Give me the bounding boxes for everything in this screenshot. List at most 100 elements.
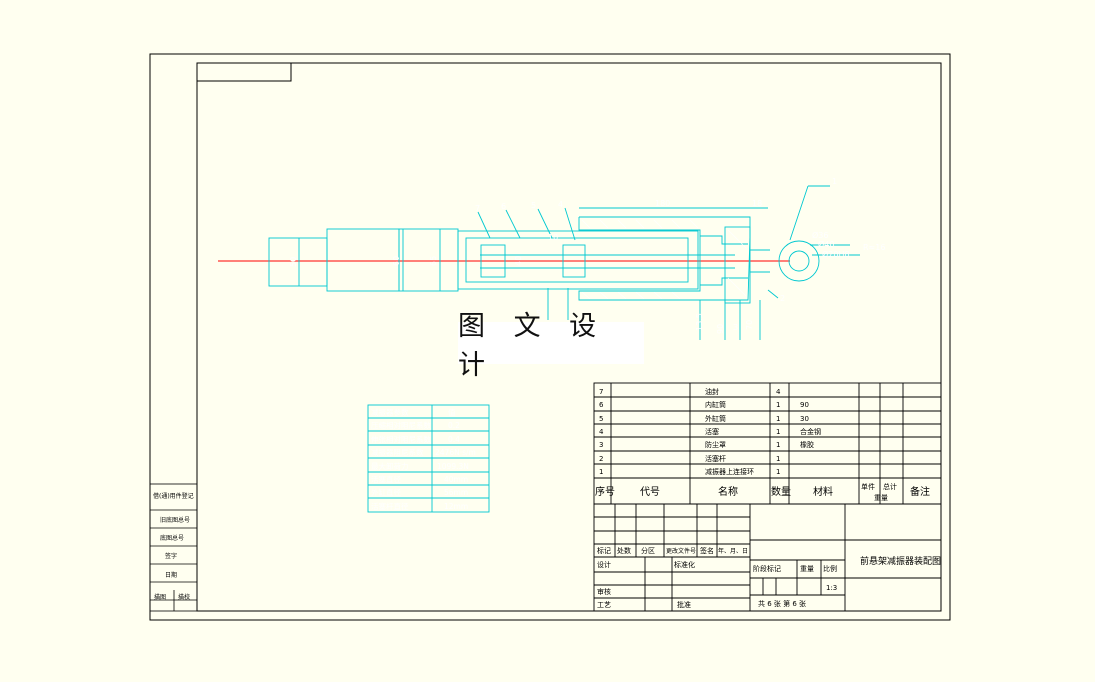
dimension-texts: 180 18 50 60 65 10 40 Ø36 Ø40 Ø20H8 R≈16… [289, 199, 885, 334]
param-value-6: 56mm [444, 488, 468, 497]
bom-name-6: 减振器上连接环 [705, 467, 754, 476]
outer-border [149, 53, 951, 621]
bom-qty-4: 1 [776, 441, 780, 449]
param-label-2: 伸张相对阻尼系数 [371, 434, 431, 444]
bom-qty-5: 1 [776, 455, 780, 463]
param-value-2: 0.4 [448, 435, 460, 444]
balloon-2: 2 [780, 294, 785, 303]
bom-header-name: 名称 [718, 485, 738, 498]
param-value-7: 12mm [444, 502, 468, 511]
side-label-1: 旧底图总号 [160, 516, 190, 524]
balloon-5: 5 [531, 201, 536, 210]
bom-name-0: 油封 [705, 387, 719, 396]
balloon-7: 7 [475, 204, 480, 213]
param-value-3: 2476N·s/m [435, 448, 476, 457]
param-value-4: 1099.3N [437, 462, 469, 471]
bom-header-code: 代号 [640, 486, 660, 498]
label-review: 审核 [597, 587, 611, 596]
bom-mat-4: 橡胶 [800, 440, 814, 449]
title-block-text: 标记 处数 分区 更改文件号 签名 年、月、日 设计 标准化 审核 工艺 批准 … [597, 546, 941, 609]
bom-header-material: 材料 [813, 485, 833, 498]
bom-name-4: 防尘罩 [705, 440, 726, 449]
param-label-4: 最大卸荷力 [371, 461, 409, 471]
bom-mat-1: 90 [800, 401, 809, 409]
dim-70: 70 [745, 320, 754, 330]
dust-cover [326, 228, 400, 292]
dim-18: 18 [752, 199, 762, 208]
bom-no-6: 1 [599, 468, 603, 476]
dim-50: 50 [289, 257, 298, 267]
dim-36: Ø36 [812, 230, 828, 240]
label-standardization: 标准化 [674, 560, 695, 569]
title-block-grid [593, 503, 942, 612]
side-label-2: 底图总号 [160, 534, 184, 542]
bom-qty-1: 1 [776, 401, 780, 409]
piston [480, 244, 506, 278]
bom-name-3: 活塞 [705, 427, 719, 436]
bom-header-remark: 备注 [910, 485, 930, 498]
bom-header-qty: 数量 [771, 485, 791, 498]
dim-40b: Ø40 [818, 239, 834, 249]
label-weight: 重量 [800, 565, 814, 573]
bom-no-2: 5 [599, 415, 603, 423]
bom-name-5: 活塞杆 [705, 454, 726, 463]
bom-header-total: 总计 [883, 482, 897, 491]
sheets-info: 共 6 张 第 6 张 [758, 599, 806, 608]
param-value-0: 值 [448, 407, 456, 417]
dim-40: 40 [514, 256, 523, 266]
hatching [581, 219, 747, 300]
bom-header-no: 序号 [595, 485, 615, 498]
label-design: 设计 [597, 560, 611, 569]
label-stage-marks: 阶段标记 [753, 564, 781, 573]
balloon-4: 4 [558, 200, 563, 209]
bom-header-weight: 重量 [874, 494, 888, 502]
dim-13-5: 13.5 [695, 313, 704, 331]
rev-doc: 更改文件号 [666, 547, 696, 555]
bom-no-1: 6 [599, 401, 604, 409]
rev-zone: 分区 [641, 546, 655, 555]
drawing-title: 前悬架减振器装配图 [860, 555, 941, 567]
bom-no-5: 2 [599, 455, 603, 463]
bom-no-4: 3 [599, 441, 603, 449]
param-label-7: 活塞杆直径 [371, 501, 409, 511]
bom-qty-6: 1 [776, 468, 780, 476]
bom-no-0: 7 [599, 388, 603, 396]
side-label-4: 日期 [165, 571, 177, 579]
code-box [196, 62, 292, 82]
bom-table-text: 7 油封 4 6 内缸筒 1 90 5 外缸筒 1 30 4 活塞 1 合金钢 … [599, 387, 821, 476]
balloon-6: 6 [501, 202, 506, 211]
dim-90: 90 [716, 324, 725, 334]
side-strip [149, 483, 198, 612]
side-label-0: 借(通)用件登记 [153, 492, 194, 500]
bom-qty-3: 1 [776, 428, 780, 436]
param-label-1: 压缩相对阻尼系数 [371, 420, 431, 430]
balloon-numbers: 1 2 4 5 6 7 [475, 177, 837, 303]
bom-qty-0: 4 [776, 388, 781, 396]
bom-qty-2: 1 [776, 415, 780, 423]
scale-value: 1:3 [826, 584, 837, 592]
bom-name-1: 内缸筒 [705, 400, 726, 409]
label-approve: 批准 [677, 600, 691, 609]
param-value-1: 0.2 [448, 421, 460, 430]
rev-count: 处数 [617, 546, 631, 555]
params-table-text: 减振器参数 值 压缩相对阻尼系数 0.2 伸张相对阻尼系数 0.4 减振器阻尼系… [371, 407, 476, 511]
label-scale: 比例 [823, 564, 837, 573]
bom-no-3: 4 [599, 428, 604, 436]
bom-name-2: 外缸筒 [705, 414, 726, 423]
side-label-6: 描校 [178, 593, 190, 601]
bom-mat-3: 合金钢 [800, 427, 821, 436]
reservoir-inner [465, 237, 689, 283]
bom-header-unit: 单件 [861, 482, 875, 491]
side-label-3: 签字 [165, 552, 177, 560]
rev-date: 年、月、日 [718, 547, 748, 555]
dim-3: 3 [733, 323, 738, 332]
eye-ring-inner [788, 250, 810, 272]
side-strip-labels: 借(通)用件登记 旧底图总号 底图总号 签字 日期 描图 描校 [153, 492, 194, 601]
param-label-3: 减振器阻尼系数 [371, 447, 424, 457]
bom-mat-2: 30 [800, 415, 809, 423]
balloon-1: 1 [832, 177, 837, 186]
dim-65: 65 [429, 256, 438, 266]
watermark-text: 图 文 设 计 [458, 311, 644, 381]
dim-r16: R≈16 [863, 243, 885, 252]
